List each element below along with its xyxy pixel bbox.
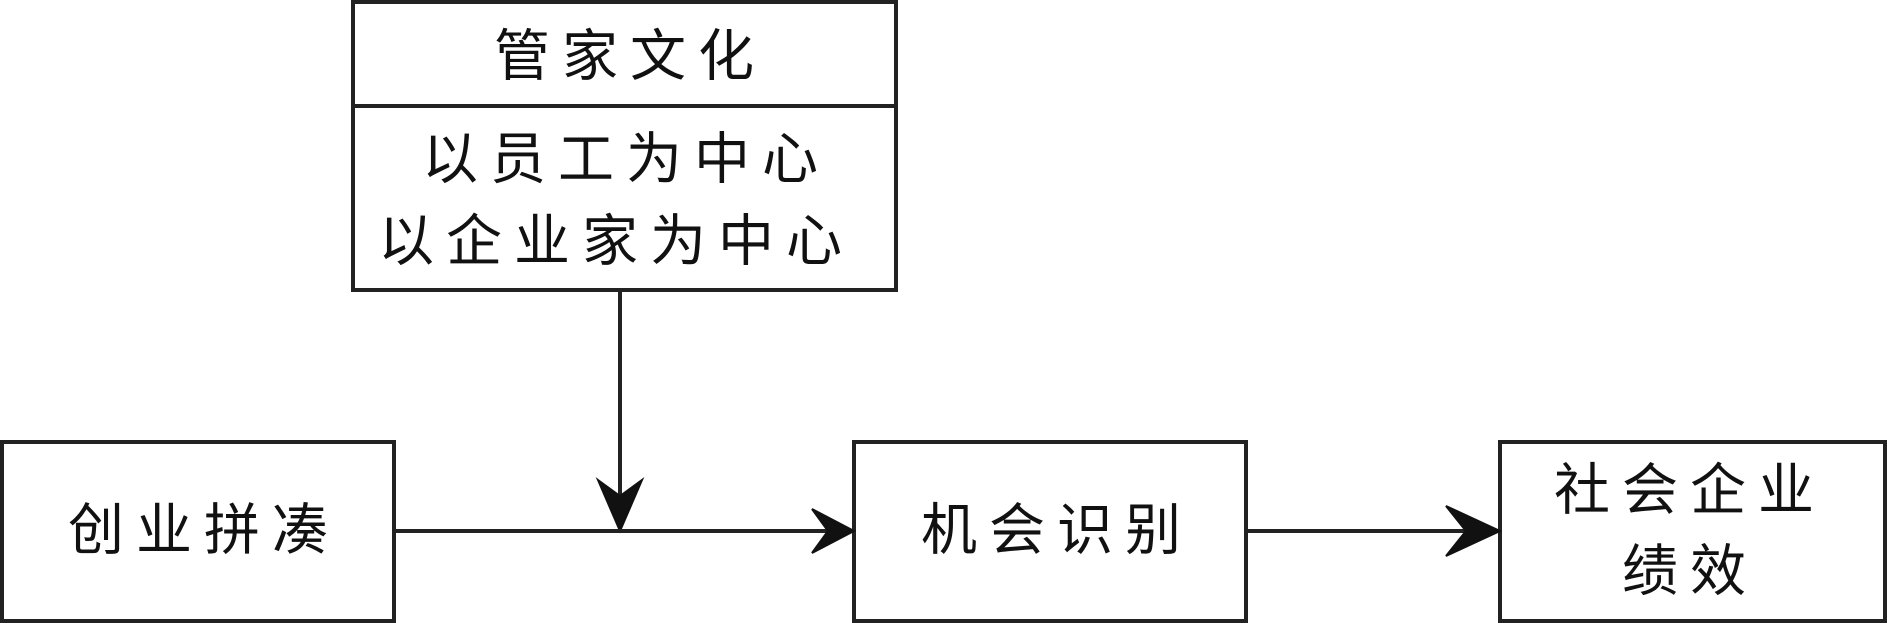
moderator-header-text: 管家文化 xyxy=(494,25,766,90)
performance-rect xyxy=(1498,440,1887,623)
bricolage-rect xyxy=(0,440,396,623)
moderator-arrowhead xyxy=(595,477,645,534)
bricolage-text: 创业拼凑 xyxy=(68,499,340,564)
bricolage-box: 创业拼凑 xyxy=(0,440,396,623)
performance-box: 社会企业 绩效 xyxy=(1498,440,1887,623)
moderator-box: 管家文化 以员工为中心 以企业家为中心 xyxy=(351,0,898,292)
moderator-header-cell xyxy=(351,0,898,108)
moderator-body-cell xyxy=(351,104,898,292)
moderator-line-entrepreneur: 以企业家为中心 xyxy=(378,210,854,275)
moderator-line-employee: 以员工为中心 xyxy=(422,128,830,193)
opportunity-to-performance-arrowhead xyxy=(1445,505,1503,557)
opportunity-box: 机会识别 xyxy=(852,440,1248,623)
opportunity-text: 机会识别 xyxy=(921,499,1193,564)
performance-text-line-2: 绩效 xyxy=(1622,540,1758,605)
bricolage-to-opportunity-arrowhead xyxy=(811,508,857,554)
performance-text-line-1: 社会企业 xyxy=(1554,459,1826,524)
